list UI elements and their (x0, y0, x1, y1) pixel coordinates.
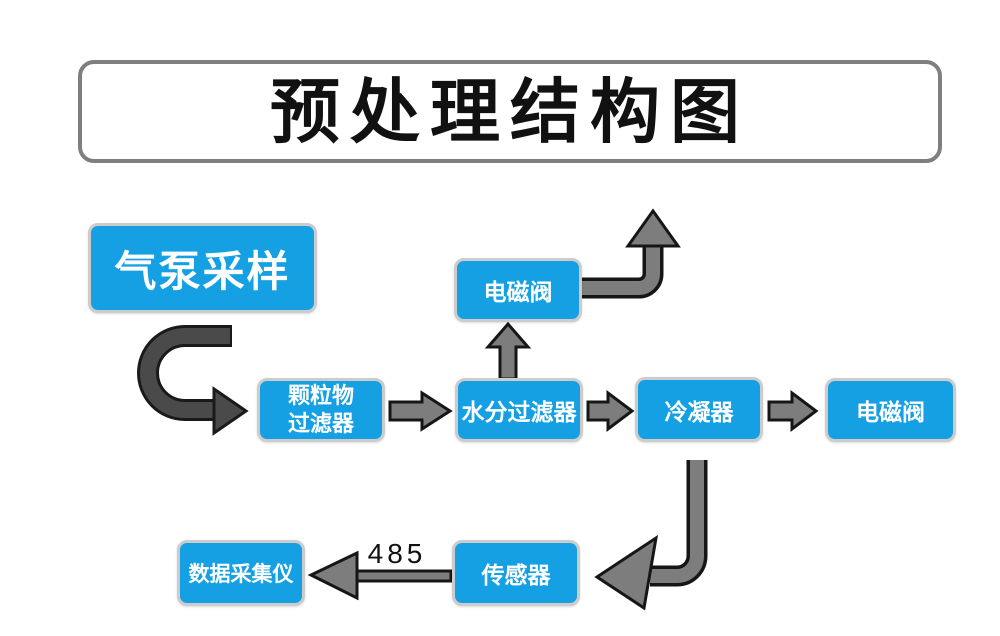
arrow-condenser-to-solenoid-right (767, 390, 819, 432)
diagram-title: 预处理结构图 (270, 72, 750, 151)
node-condenser: 冷凝器 (635, 377, 763, 442)
node-condenser-label: 冷凝器 (664, 398, 734, 425)
bus-485-label: 485 (367, 538, 427, 569)
arrow-sensor-to-data-collector (307, 550, 453, 601)
node-solenoid-valve-right: 电磁阀 (825, 378, 956, 442)
arrow-condenser-to-sensor (594, 460, 708, 611)
arrow-moisture-to-condenser (586, 390, 635, 432)
arrow-moisture-to-solenoid-top (484, 321, 532, 381)
node-particulate-filter-label-line1: 颗粒物 (287, 383, 354, 408)
node-particulate-filter: 颗粒物 过滤器 (257, 378, 385, 442)
node-solenoid-valve-top: 电磁阀 (454, 258, 582, 322)
node-moisture-filter: 水分过滤器 (455, 378, 583, 442)
node-pump-sampling-label: 气泵采样 (114, 247, 291, 295)
title-box: 预处理结构图 (78, 60, 942, 163)
node-solenoid-valve-top-label: 电磁阀 (483, 279, 553, 305)
arrow-pump-to-particulate-filter (137, 325, 249, 436)
node-sensor: 传感器 (452, 540, 580, 606)
node-solenoid-valve-right-label: 电磁阀 (856, 399, 925, 425)
node-sensor-label: 传感器 (481, 562, 551, 588)
node-moisture-filter-label: 水分过滤器 (461, 399, 577, 425)
arrow-solenoid-top-exhaust-up (581, 208, 681, 299)
node-data-collector-label: 数据采集仪 (188, 563, 294, 586)
node-data-collector: 数据采集仪 (177, 540, 305, 606)
node-pump-sampling: 气泵采样 (88, 223, 317, 313)
arrow-particulate-to-moisture (388, 390, 453, 432)
node-particulate-filter-label-line2: 过滤器 (287, 411, 354, 436)
